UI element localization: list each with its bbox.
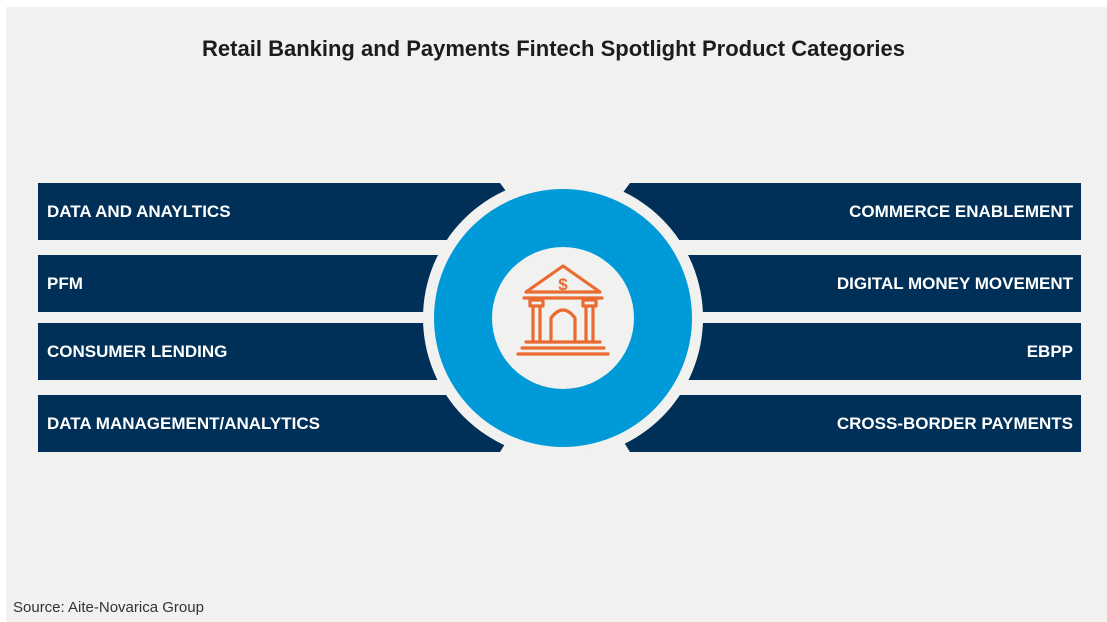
left-bar-4 <box>38 395 478 452</box>
dollar-sign-icon: $ <box>558 275 568 294</box>
left-category-3-label: CONSUMER LENDING <box>47 342 228 361</box>
right-bar-1 <box>630 183 1081 240</box>
left-bar-1 <box>38 183 478 240</box>
source-note: Source: Aite-Novarica Group <box>13 599 204 616</box>
right-category-1-label: COMMERCE ENABLEMENT <box>849 202 1073 221</box>
left-bar-2 <box>38 255 478 312</box>
right-category-2-label: DIGITAL MONEY MOVEMENT <box>836 274 1073 293</box>
right-bar-4 <box>630 395 1081 452</box>
bank-icon <box>516 264 610 356</box>
left-bar-3 <box>38 323 478 380</box>
right-category-3-label: EBPP <box>1026 342 1073 361</box>
left-category-2-label: PFM <box>47 274 83 293</box>
diagram-title: Retail Banking and Payments Fintech Spot… <box>202 36 905 61</box>
left-category-4-label: DATA MANAGEMENT/ANALYTICS <box>47 414 320 433</box>
left-category-1-label: DATA AND ANAYLTICS <box>47 202 231 221</box>
right-category-4-label: CROSS-BORDER PAYMENTS <box>836 414 1073 433</box>
center-disc <box>492 247 634 389</box>
right-bar-3 <box>630 323 1081 380</box>
right-bar-2 <box>630 255 1081 312</box>
